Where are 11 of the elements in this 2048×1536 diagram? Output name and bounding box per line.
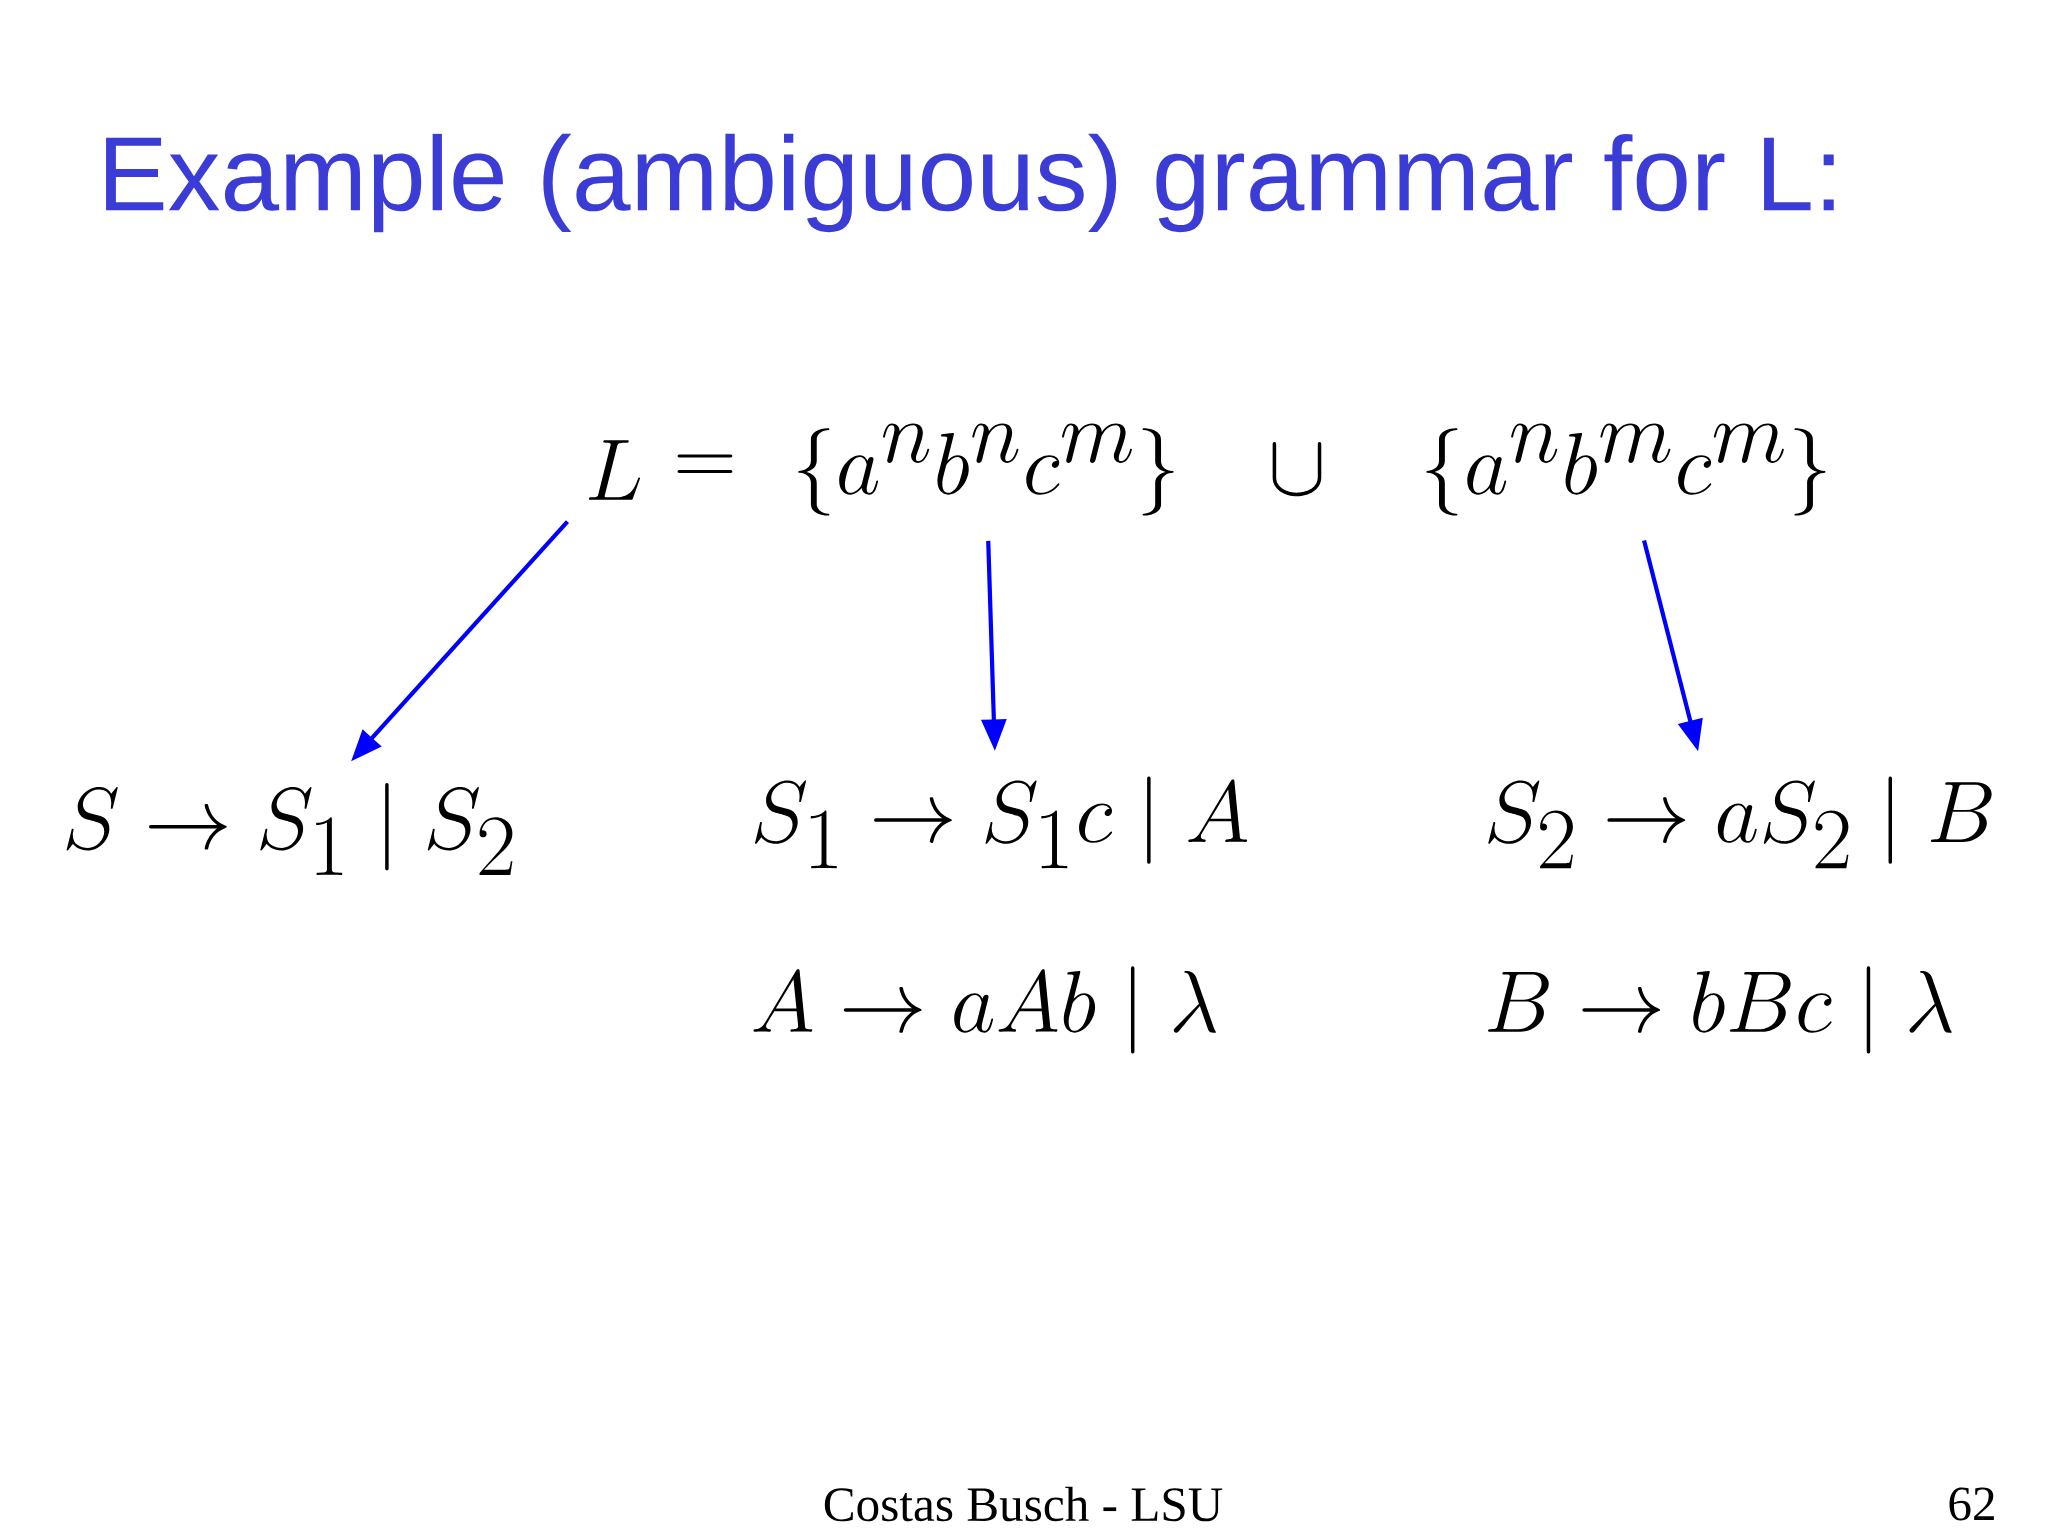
production-rules: $S \rightarrow S_1 \mid S_2$ (66, 783, 513, 875)
formula: $\{a^n b^m c^m\}$ (1426, 423, 1826, 516)
production-rules: $S_2 \rightarrow aS_2 \mid B$ $B \rightarrow bBc \mid \lambda$ (1488, 776, 1992, 1054)
union-symbol: $\cup$ (1272, 442, 1322, 497)
formula: $L$ (588, 440, 641, 500)
page-number: 62 (1949, 1487, 1994, 1521)
equals-sign: $=$ (677, 454, 733, 474)
production-rules: $S_1 \rightarrow S_1 c \mid A$ $A \rightarrow aAb \mid \lambda$ (753, 776, 1248, 1054)
footer-text: Costas Busch - LSU (824, 1486, 1223, 1522)
formula: $\{a^n b^n c^m\}$ (798, 423, 1174, 516)
title: Example (ambiguous) grammar for L: (106, 133, 1834, 233)
